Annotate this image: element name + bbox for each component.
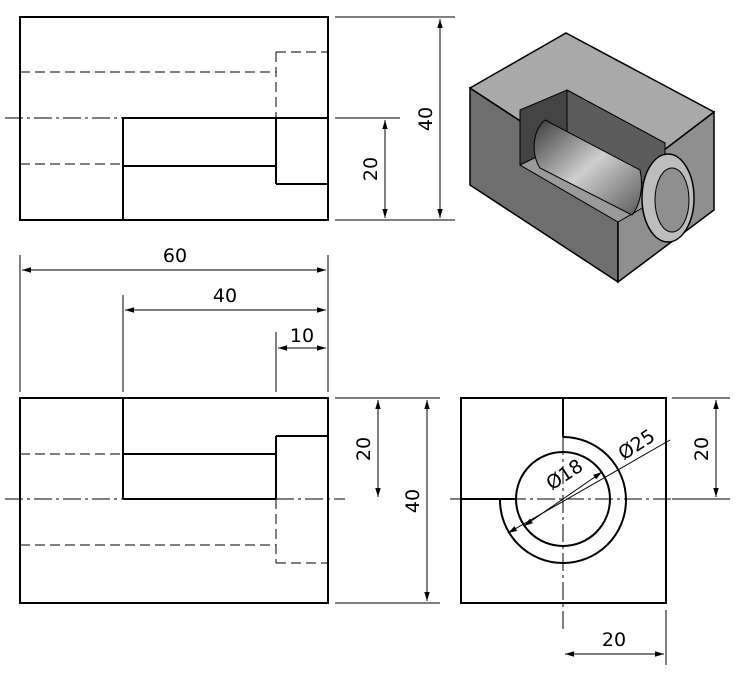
- dim-line-bore-diameter: [523, 471, 603, 527]
- front-view-outline: [19, 397, 329, 604]
- dim-top-step-height: 20: [360, 157, 382, 181]
- iso-bore: [533, 119, 642, 216]
- dim-overall-length: 60: [163, 245, 187, 267]
- side-view-dimensions: 20 20: [565, 397, 730, 665]
- isometric-view: [468, 32, 716, 284]
- top-view-dimensions: 40 20: [335, 16, 455, 221]
- top-view: [5, 16, 329, 221]
- front-view-side-dimensions: 20 40: [335, 397, 440, 604]
- side-view-counterbore-arc: [498, 436, 627, 564]
- dim-step-length: 10: [290, 325, 314, 347]
- dim-line-counterbore-diameter: [507, 439, 671, 534]
- side-view: Ø18 Ø25: [450, 397, 680, 630]
- dim-slot-length: 40: [213, 285, 237, 307]
- dim-side-half-width: 20: [602, 629, 626, 651]
- dim-bore-diameter: Ø18: [542, 455, 587, 495]
- front-view-top-dimensions: 60 40 10: [19, 245, 329, 392]
- dim-side-upper-height: 20: [691, 437, 713, 461]
- dim-top-total-height: 40: [415, 107, 437, 131]
- top-view-slot: [122, 117, 328, 220]
- dim-front-total-height: 40: [402, 489, 424, 513]
- iso-counterbore-inner: [654, 167, 690, 233]
- front-view: [5, 397, 345, 604]
- dim-front-step-height: 20: [353, 437, 375, 461]
